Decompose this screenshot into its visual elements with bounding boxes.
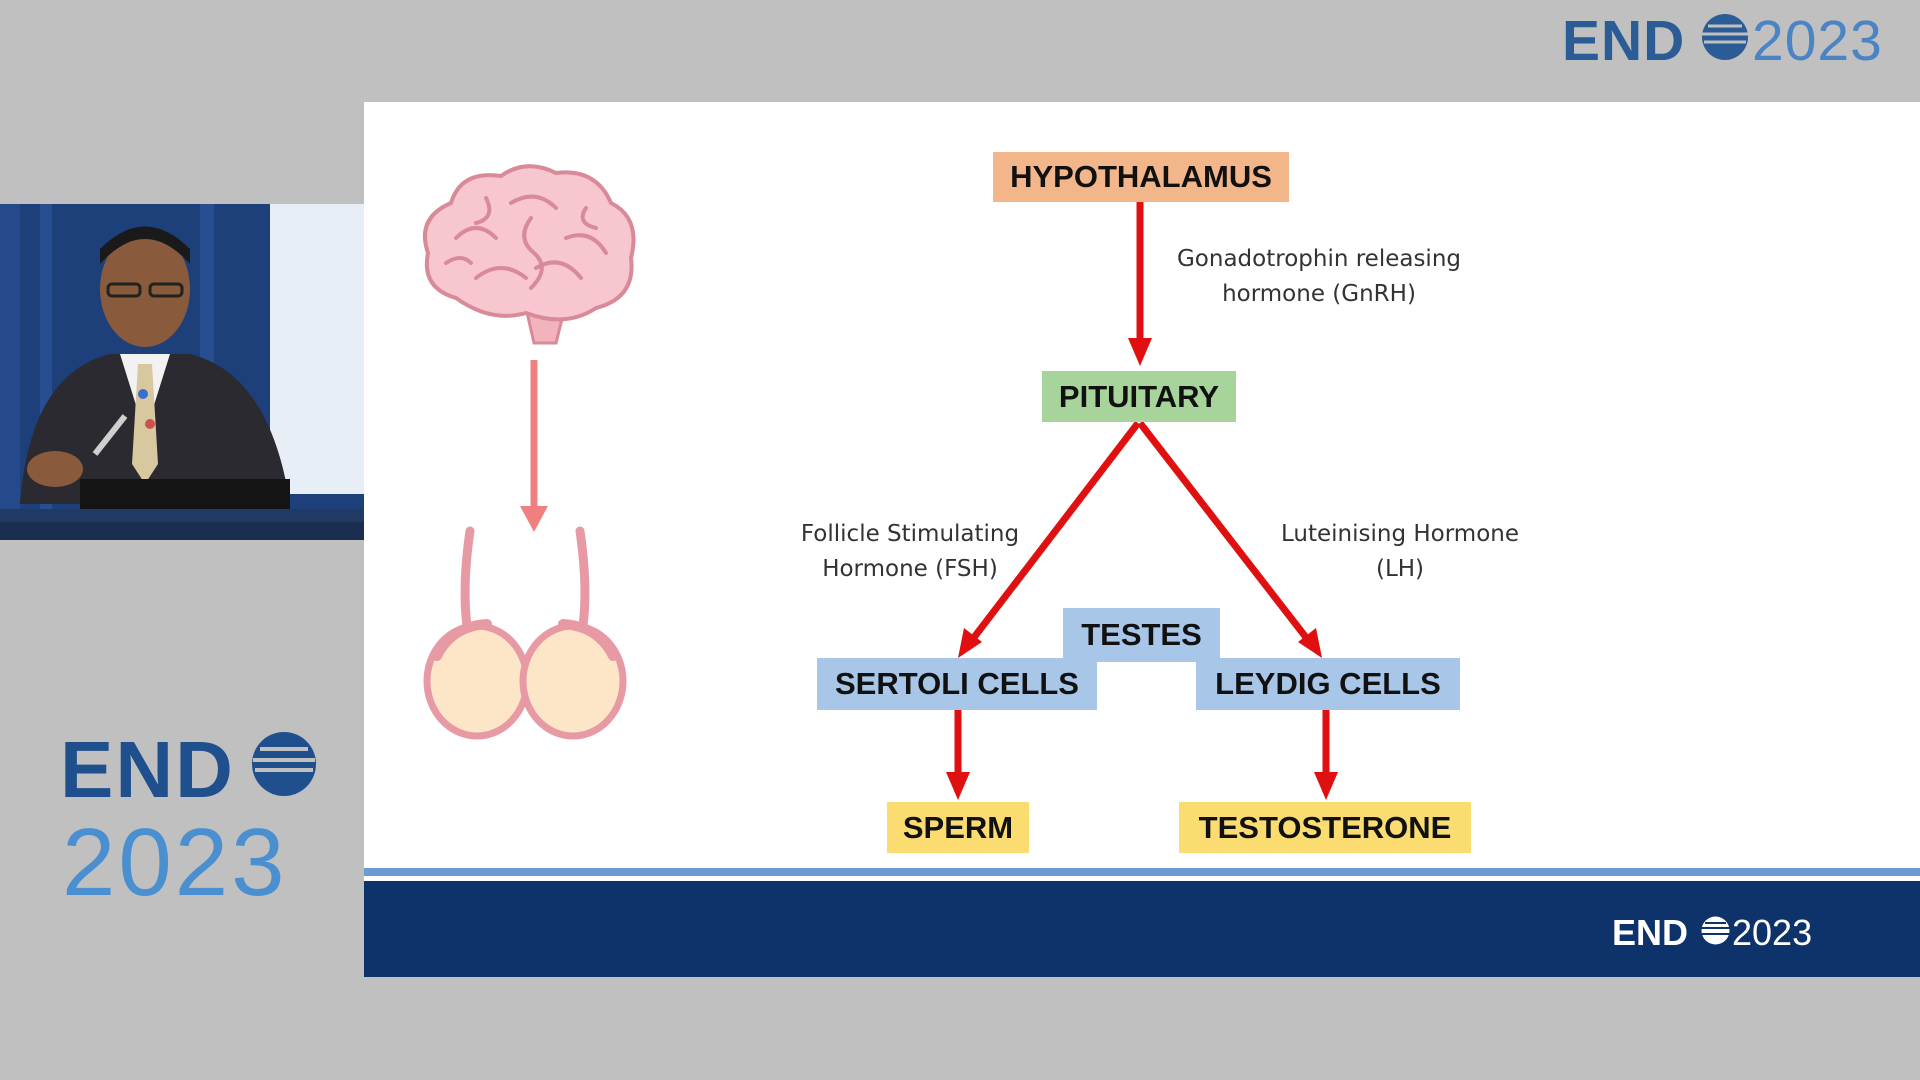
gnrh-label-line1: Gonadotrophin releasing: [1176, 246, 1462, 272]
lh-arrow: [1137, 420, 1322, 658]
corner-logo-brand: END: [1562, 9, 1686, 73]
leydig-cells-box: LEYDIG CELLS: [1196, 658, 1460, 710]
slide-divider-rule: [364, 868, 1920, 876]
globe-icon: [252, 732, 316, 796]
slide-footer-bar: [364, 881, 1920, 977]
hypothalamus-box: HYPOTHALAMUS: [993, 152, 1289, 202]
testosterone-box: TESTOSTERONE: [1179, 802, 1471, 853]
footer-logo: END 2023: [1612, 912, 1822, 953]
slide: HYPOTHALAMUS PITUITARY TESTES SERTOLI CE…: [364, 102, 1920, 868]
slide-divider-gap: [364, 876, 1920, 881]
leydig-to-testosterone-arrow: [1314, 710, 1338, 800]
side-logo-year: 2023: [62, 809, 288, 916]
lh-label: Luteinising Hormone (LH): [1250, 517, 1550, 587]
brain-illustration: [422, 164, 636, 345]
footer-logo-year: 2023: [1732, 912, 1813, 953]
speaker-video: [0, 204, 364, 540]
corner-logo: END 2023: [1562, 8, 1902, 73]
brain-to-testes-arrow: [520, 360, 548, 532]
side-logo: END 2023: [60, 724, 330, 916]
testes-illustration: [423, 526, 627, 740]
lh-label-line1: Luteinising Hormone: [1281, 521, 1519, 547]
testes-box: TESTES: [1063, 608, 1220, 662]
footer-logo-brand: END: [1612, 912, 1689, 953]
flow-arrows: [946, 202, 1338, 800]
sertoli-cells-box: SERTOLI CELLS: [817, 658, 1097, 710]
fsh-label-line2: Hormone (FSH): [822, 556, 998, 582]
side-logo-brand: END: [60, 725, 235, 814]
lh-label-line2: (LH): [1375, 556, 1425, 582]
fsh-label: Follicle Stimulating Hormone (FSH): [775, 517, 1045, 587]
fsh-arrow: [958, 420, 1141, 658]
globe-icon: [1701, 916, 1730, 945]
gnrh-arrow: [1128, 202, 1152, 366]
pituitary-box: PITUITARY: [1042, 371, 1236, 422]
sertoli-to-sperm-arrow: [946, 710, 970, 800]
globe-icon: [1702, 14, 1748, 60]
sperm-box: SPERM: [887, 802, 1029, 853]
corner-logo-year: 2023: [1752, 9, 1883, 73]
fsh-label-line1: Follicle Stimulating: [800, 521, 1020, 547]
gnrh-label: Gonadotrophin releasing hormone (GnRH): [1154, 242, 1484, 312]
gnrh-label-line2: hormone (GnRH): [1222, 281, 1416, 307]
